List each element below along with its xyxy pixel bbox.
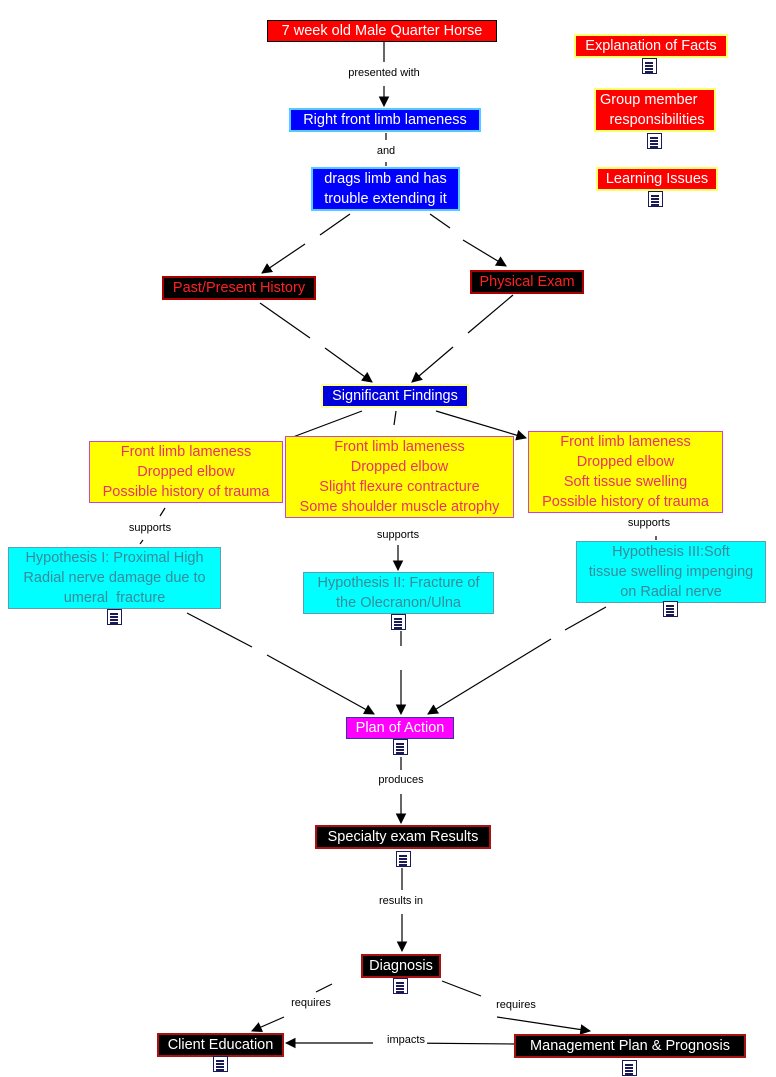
node-history-label: Past/Present History xyxy=(172,280,306,296)
node-learning-label: Learning Issues xyxy=(605,171,709,187)
node-past-present-history[interactable]: Past/Present History xyxy=(162,276,316,300)
link-produces: produces xyxy=(376,774,426,786)
edge-diag-client-b xyxy=(251,1016,285,1033)
document-icon[interactable] xyxy=(107,609,122,625)
document-icon[interactable] xyxy=(648,191,663,207)
link-requires-2: requires xyxy=(494,999,538,1011)
node-diagnosis[interactable]: Diagnosis xyxy=(361,954,441,978)
node-plan-of-action[interactable]: Plan of Action xyxy=(346,717,454,739)
finding-2-line: Front limb lameness xyxy=(334,439,465,455)
hyp2-line: the Olecranon/Ulna xyxy=(336,595,461,611)
edge-physical-sig-a xyxy=(467,294,514,334)
node-learning-issues[interactable]: Learning Issues xyxy=(596,167,718,191)
document-icon[interactable] xyxy=(642,58,657,74)
node-drags-limb[interactable]: drags limb and has trouble extending it xyxy=(311,167,460,211)
edge-history-sig-b xyxy=(324,347,373,383)
node-management-plan-prognosis[interactable]: Management Plan & Prognosis xyxy=(514,1034,746,1058)
finding-3-line: Soft tissue swelling xyxy=(563,474,688,490)
node-client-education[interactable]: Client Education xyxy=(157,1033,284,1057)
node-significant-findings[interactable]: Significant Findings xyxy=(321,384,469,408)
link-requires-1: requires xyxy=(289,997,333,1009)
node-hypothesis-2[interactable]: Hypothesis II: Fracture of the Olecranon… xyxy=(303,572,494,614)
node-diagnosis-label: Diagnosis xyxy=(369,958,433,974)
node-right-front-lameness[interactable]: Right front limb lameness xyxy=(289,108,481,132)
node-physical-exam[interactable]: Physical Exam xyxy=(470,270,584,294)
node-hypothesis-3[interactable]: Hypothesis III:Soft tissue swelling impe… xyxy=(576,541,766,603)
node-findings-2[interactable]: Front limb lameness Dropped elbow Slight… xyxy=(285,436,514,518)
edge-sig-find1 xyxy=(284,410,363,441)
node-plan-label: Plan of Action xyxy=(355,720,445,736)
node-right-front-label: Right front limb lameness xyxy=(303,112,467,128)
document-icon[interactable] xyxy=(393,978,408,994)
document-icon[interactable] xyxy=(391,614,406,630)
node-explanation-of-facts[interactable]: Explanation of Facts xyxy=(574,34,728,58)
link-presented-with: presented with xyxy=(346,67,422,79)
finding-2-line: Dropped elbow xyxy=(350,459,449,475)
finding-2-line: Slight flexure contracture xyxy=(319,479,480,495)
document-icon[interactable] xyxy=(396,851,411,867)
edge-diag-mgmt-b xyxy=(496,1016,592,1035)
finding-1-line: Dropped elbow xyxy=(137,464,235,480)
hyp1-line: umeral fracture xyxy=(63,590,166,606)
node-explanation-label: Explanation of Facts xyxy=(585,38,717,54)
document-icon[interactable] xyxy=(663,601,678,617)
hyp1-line: Hypothesis I: Proximal High xyxy=(25,550,204,566)
finding-3-line: Possible history of trauma xyxy=(542,494,709,510)
edge-hyp3-plan-b xyxy=(427,638,552,715)
node-specialty-exam-results[interactable]: Specialty exam Results xyxy=(315,825,491,849)
edge-history-sig-a xyxy=(259,302,311,339)
edge-drags-physical-a xyxy=(429,213,451,229)
finding-3-line: Front limb lameness xyxy=(560,434,691,450)
edge-find1-hyp1-b xyxy=(139,539,144,545)
hyp3-line: tissue swelling impenging xyxy=(588,564,754,580)
node-hypothesis-1[interactable]: Hypothesis I: Proximal High Radial nerve… xyxy=(8,547,221,609)
edge-find1-hyp1 xyxy=(159,507,166,517)
link-and: and xyxy=(374,145,398,157)
link-supports-3: supports xyxy=(625,517,673,529)
edge-drags-history-a xyxy=(319,213,351,236)
edge-sig-find2 xyxy=(393,410,397,426)
node-client-label: Client Education xyxy=(167,1037,274,1053)
edge-drags-history-b xyxy=(261,243,306,274)
link-results-in: results in xyxy=(376,895,426,907)
node-horse-label: 7 week old Male Quarter Horse xyxy=(281,23,483,39)
node-management-label: Management Plan & Prognosis xyxy=(530,1038,730,1054)
node-group-member-responsibilities[interactable]: Group member responsibilities xyxy=(594,88,716,132)
edge-diag-client-a xyxy=(315,983,333,993)
edge-diag-mgmt-a xyxy=(441,980,482,997)
node-significant-label: Significant Findings xyxy=(332,388,458,404)
node-drags-line2: trouble extending it xyxy=(324,191,447,207)
edge-hyp1-plan-b xyxy=(266,654,375,715)
edge-physical-sig-b xyxy=(411,346,454,383)
node-physical-label: Physical Exam xyxy=(479,274,575,290)
node-specialty-label: Specialty exam Results xyxy=(327,829,479,845)
document-icon[interactable] xyxy=(647,133,662,149)
edge-hyp1-plan-a xyxy=(186,612,253,648)
node-findings-1[interactable]: Front limb lameness Dropped elbow Possib… xyxy=(89,441,283,503)
edge-drags-physical-b xyxy=(462,239,507,267)
document-icon[interactable] xyxy=(213,1056,228,1072)
node-horse[interactable]: 7 week old Male Quarter Horse xyxy=(267,20,497,42)
link-impacts: impacts xyxy=(385,1034,427,1046)
hyp3-line: Hypothesis III:Soft xyxy=(612,544,730,560)
document-icon[interactable] xyxy=(393,739,408,755)
hyp3-line: on Radial nerve xyxy=(620,584,722,600)
node-drags-line1: drags limb and has xyxy=(324,171,447,187)
edge-sig-find3 xyxy=(435,410,528,441)
hyp2-line: Hypothesis II: Fracture of xyxy=(317,575,480,591)
document-icon[interactable] xyxy=(622,1060,637,1076)
finding-1-line: Possible history of trauma xyxy=(102,484,270,500)
finding-2-line: Some shoulder muscle atrophy xyxy=(299,499,500,515)
node-group-line2: responsibilities xyxy=(605,112,705,128)
link-supports-2: supports xyxy=(374,529,422,541)
hyp1-line: Radial nerve damage due to xyxy=(23,570,206,586)
finding-3-line: Dropped elbow xyxy=(576,454,675,470)
edge-hyp3-plan-a xyxy=(564,606,607,631)
link-supports-1: supports xyxy=(126,522,174,534)
finding-1-line: Front limb lameness xyxy=(120,444,252,460)
node-findings-3[interactable]: Front limb lameness Dropped elbow Soft t… xyxy=(528,431,723,513)
node-group-line1: Group member xyxy=(600,92,698,108)
